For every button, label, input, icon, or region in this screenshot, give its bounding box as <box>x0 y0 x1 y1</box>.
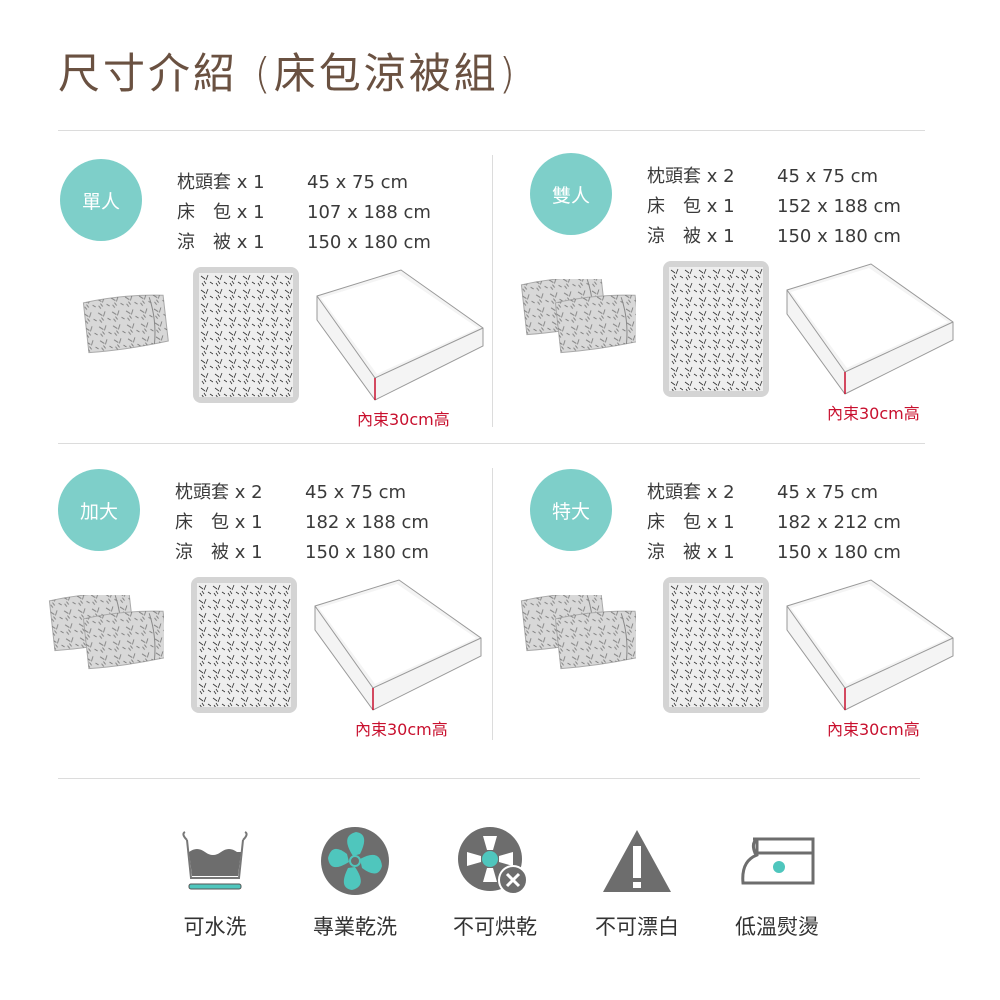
spec-row: 涼 被 x 1 150 x 180 cm <box>177 228 431 254</box>
item-size: 45 x 75 cm <box>777 482 879 503</box>
care-instruction: 可水洗 <box>155 825 275 941</box>
spec-row: 涼 被 x 1 150 x 180 cm <box>647 222 901 248</box>
divider <box>492 155 493 427</box>
item-size: 107 x 188 cm <box>307 202 431 223</box>
care-instruction: 低溫熨燙 <box>717 825 837 941</box>
divider <box>58 778 920 779</box>
care-label: 不可漂白 <box>595 915 679 939</box>
care-instruction: 不可漂白 <box>577 825 697 941</box>
spec-row: 枕頭套 x 2 45 x 75 cm <box>647 162 878 188</box>
divider <box>58 443 925 444</box>
item-name: 枕頭套 x 2 <box>647 482 735 503</box>
care-label: 不可烘乾 <box>453 915 537 939</box>
item-name: 涼 被 x 1 <box>647 542 735 563</box>
divider <box>492 468 493 740</box>
size-panel: 雙人 枕頭套 x 2 45 x 75 cm 床 包 x 1 152 x 188 cm 涼 … <box>520 144 960 424</box>
item-size: 45 x 75 cm <box>305 482 407 503</box>
spec-row: 枕頭套 x 1 45 x 75 cm <box>177 168 408 194</box>
spec-row: 涼 被 x 1 150 x 180 cm <box>175 538 429 564</box>
spec-row: 涼 被 x 1 150 x 180 cm <box>647 538 901 564</box>
page-title: 尺寸介紹 (床包涼被組) <box>58 49 519 98</box>
size-panel: 特大 枕頭套 x 2 45 x 75 cm 床 包 x 1 182 x 212 cm 涼 … <box>520 460 960 740</box>
no-bleach-icon <box>577 825 697 897</box>
pillowcase-image <box>48 595 164 670</box>
care-label: 低溫熨燙 <box>735 915 819 939</box>
quilt-image <box>193 267 299 403</box>
elastic-depth-note: 內束30cm高 <box>827 720 920 739</box>
pillowcase-image <box>520 595 636 670</box>
care-instruction: 不可烘乾 <box>435 825 555 941</box>
item-size: 150 x 180 cm <box>777 226 901 247</box>
spec-row: 床 包 x 1 152 x 188 cm <box>647 192 901 218</box>
elastic-depth-note: 內束30cm高 <box>355 720 448 739</box>
item-size: 150 x 180 cm <box>777 542 901 563</box>
spec-row: 枕頭套 x 2 45 x 75 cm <box>175 478 406 504</box>
pillowcase-image <box>82 294 169 354</box>
fitted-sheet-image <box>786 263 954 395</box>
item-size: 150 x 180 cm <box>307 232 431 253</box>
size-badge: 特大 <box>530 469 612 551</box>
item-size: 152 x 188 cm <box>777 196 901 217</box>
care-label: 可水洗 <box>183 915 247 939</box>
item-size: 45 x 75 cm <box>777 166 879 187</box>
item-name: 床 包 x 1 <box>175 512 263 533</box>
item-size: 45 x 75 cm <box>307 172 409 193</box>
spec-row: 床 包 x 1 107 x 188 cm <box>177 198 431 224</box>
size-badge: 雙人 <box>530 153 612 235</box>
hand-wash-icon <box>155 825 275 897</box>
size-badge: 加大 <box>58 469 140 551</box>
size-panel: 單人 枕頭套 x 1 45 x 75 cm 床 包 x 1 107 x 188 cm 涼 … <box>60 150 490 430</box>
item-name: 床 包 x 1 <box>647 196 735 217</box>
item-name: 枕頭套 x 2 <box>175 482 263 503</box>
spec-row: 枕頭套 x 2 45 x 75 cm <box>647 478 878 504</box>
item-name: 床 包 x 1 <box>647 512 735 533</box>
pillowcase-image <box>520 279 636 354</box>
spec-row: 床 包 x 1 182 x 188 cm <box>175 508 429 534</box>
quilt-image <box>663 577 769 713</box>
size-badge: 單人 <box>60 159 142 241</box>
item-name: 枕頭套 x 2 <box>647 166 735 187</box>
fitted-sheet-image <box>314 579 482 711</box>
fitted-sheet-image <box>316 269 484 401</box>
divider <box>58 130 925 131</box>
low-iron-icon <box>717 825 837 897</box>
item-name: 涼 被 x 1 <box>175 542 263 563</box>
elastic-depth-note: 內束30cm高 <box>357 410 450 429</box>
no-tumble-dry-icon <box>435 825 555 897</box>
item-size: 182 x 188 cm <box>305 512 429 533</box>
quilt-image <box>191 577 297 713</box>
item-name: 枕頭套 x 1 <box>177 172 265 193</box>
item-name: 床 包 x 1 <box>177 202 265 223</box>
size-panel: 加大 枕頭套 x 2 45 x 75 cm 床 包 x 1 182 x 188 cm 涼 … <box>48 460 488 740</box>
item-name: 涼 被 x 1 <box>647 226 735 247</box>
quilt-image <box>663 261 769 397</box>
elastic-depth-note: 內束30cm高 <box>827 404 920 423</box>
item-size: 182 x 212 cm <box>777 512 901 533</box>
fitted-sheet-image <box>786 579 954 711</box>
dry-clean-icon <box>295 825 415 897</box>
item-size: 150 x 180 cm <box>305 542 429 563</box>
care-label: 專業乾洗 <box>313 915 397 939</box>
care-instruction: 專業乾洗 <box>295 825 415 941</box>
item-name: 涼 被 x 1 <box>177 232 265 253</box>
spec-row: 床 包 x 1 182 x 212 cm <box>647 508 901 534</box>
